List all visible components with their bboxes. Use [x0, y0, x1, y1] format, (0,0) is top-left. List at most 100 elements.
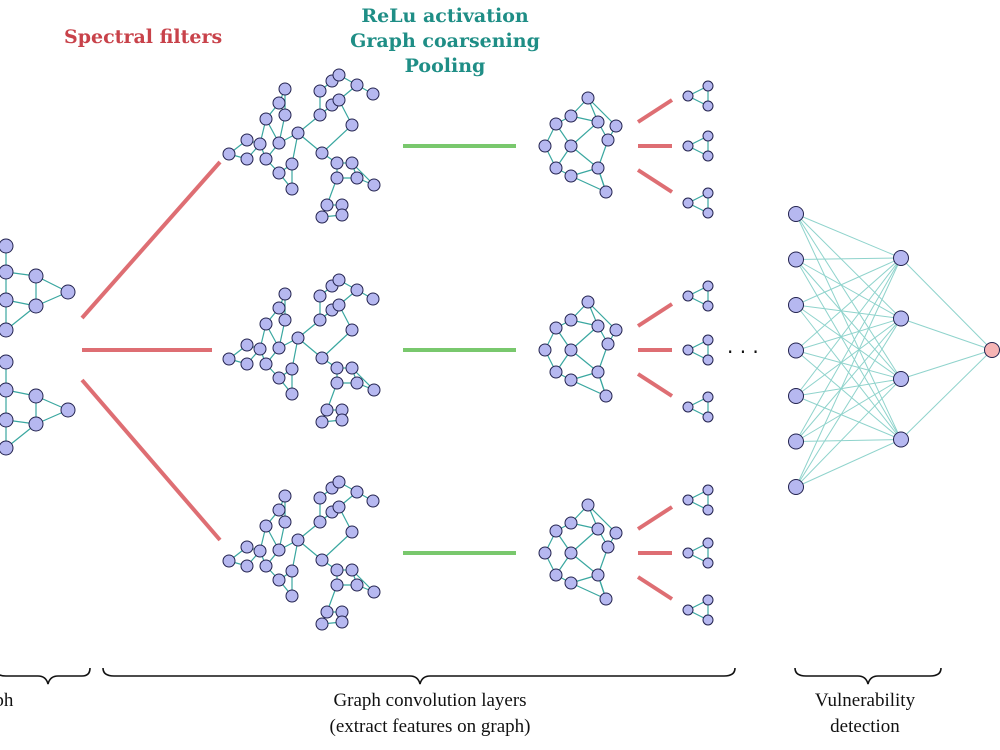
graph-node	[278, 108, 292, 122]
graph-node	[538, 546, 552, 560]
nn-edge	[795, 318, 902, 488]
graph-node	[253, 544, 267, 558]
graph-node	[345, 323, 359, 337]
graph-node	[240, 540, 254, 554]
graph-edge	[587, 504, 617, 534]
graph-node	[272, 573, 286, 587]
nn-edge	[900, 349, 993, 440]
graph-node	[28, 388, 44, 404]
graph-node	[564, 373, 578, 387]
spectral-connector	[80, 378, 222, 542]
graph-node	[330, 171, 344, 185]
pooled-graph-2-2	[682, 334, 714, 366]
graph-node	[320, 198, 334, 212]
graph-node	[599, 389, 613, 403]
graph-node	[609, 323, 623, 337]
graph-node	[332, 68, 346, 82]
graph-node	[272, 371, 286, 385]
graph-node	[702, 504, 714, 516]
graph-node	[564, 109, 578, 123]
graph-node	[366, 87, 380, 101]
graph-node	[702, 484, 714, 496]
vulnerability-title: Vulnerability	[814, 690, 916, 711]
graph-node	[60, 284, 76, 300]
nn-edge	[795, 378, 902, 397]
graph-node	[330, 578, 344, 592]
graph-node	[285, 362, 299, 376]
graph-node	[0, 238, 14, 254]
graph-node	[682, 494, 694, 506]
graph-node	[601, 337, 615, 351]
graph-node	[222, 147, 236, 161]
pooled-graph-3-2	[682, 537, 714, 569]
graph-node	[272, 96, 286, 110]
graph-node	[350, 578, 364, 592]
nn-edge	[900, 349, 993, 380]
graph-node	[315, 553, 329, 567]
graph-node	[278, 515, 292, 529]
graph-node	[599, 185, 613, 199]
nn-edge	[795, 259, 902, 319]
nn-edge	[795, 259, 902, 380]
graph-node	[332, 93, 346, 107]
graph-node	[549, 117, 563, 131]
graph-node	[367, 178, 381, 192]
graph-node	[285, 387, 299, 401]
graph-node	[240, 152, 254, 166]
nn-edge	[795, 257, 902, 397]
graph-node	[345, 118, 359, 132]
graph-node	[549, 365, 563, 379]
pooled-graph-2-1	[682, 280, 714, 312]
graph-node	[564, 576, 578, 590]
relu-activation-label: ReLu activation	[361, 5, 529, 27]
graph-node	[350, 171, 364, 185]
nn-hidden-node	[893, 431, 909, 448]
coarse-graph-2	[538, 295, 623, 403]
graph-node	[702, 280, 714, 292]
pooling-label: Pooling	[404, 55, 486, 77]
graph-node	[330, 563, 344, 577]
nn-edge	[795, 378, 902, 488]
graph-node	[291, 126, 305, 140]
input-graph	[0, 238, 76, 456]
graph-node	[291, 533, 305, 547]
nn-edge	[795, 213, 902, 380]
graph-node	[0, 382, 14, 398]
graph-node	[549, 161, 563, 175]
graph-node	[609, 526, 623, 540]
graph-node	[259, 112, 273, 126]
graph-node	[682, 344, 694, 356]
graph-node	[0, 412, 14, 428]
nn-edge	[900, 257, 993, 351]
graph-node	[330, 156, 344, 170]
graph-node	[702, 150, 714, 162]
graph-node	[315, 351, 329, 365]
graph-node	[682, 604, 694, 616]
nn-hidden-node	[893, 250, 909, 266]
graph-node	[564, 139, 578, 153]
graph-node	[285, 564, 299, 578]
vulnerability-label: Vulnerability detection	[790, 688, 940, 740]
graph-node	[564, 169, 578, 183]
graph-node	[345, 525, 359, 539]
graph-node	[367, 585, 381, 599]
pooling-connector	[636, 98, 674, 124]
graph-node	[313, 491, 327, 505]
nn-input-node	[788, 388, 804, 404]
nn-edge	[795, 350, 902, 440]
graph-node	[240, 357, 254, 371]
graph-node	[291, 331, 305, 345]
nn-edge	[795, 350, 902, 380]
nn-input-node	[788, 479, 804, 495]
graph-node	[591, 161, 605, 175]
graph-node	[345, 563, 359, 577]
graph-node	[253, 342, 267, 356]
graph-node	[259, 317, 273, 331]
graph-node	[60, 402, 76, 418]
pooling-connector	[636, 302, 674, 328]
graph-node	[240, 338, 254, 352]
graph-node	[332, 475, 346, 489]
graph-node	[702, 354, 714, 366]
graph-node	[259, 519, 273, 533]
graph-node	[315, 210, 329, 224]
